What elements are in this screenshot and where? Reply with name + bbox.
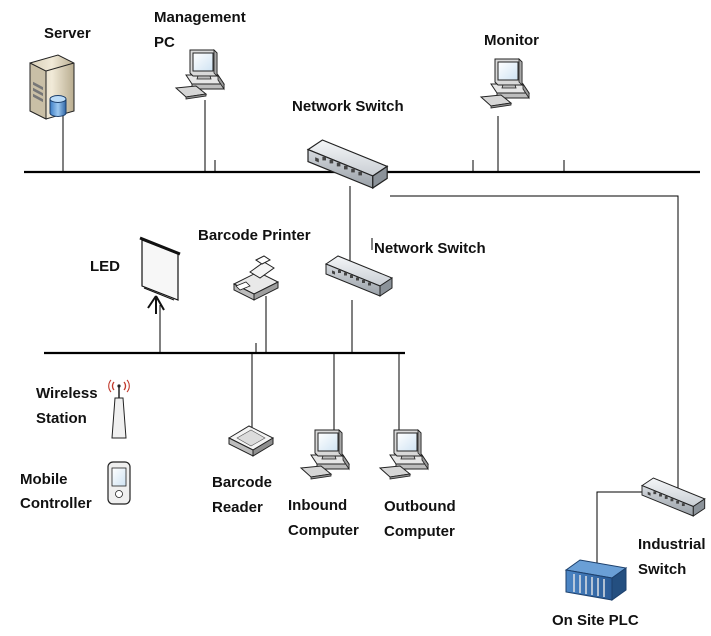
diagram-labels: Server Management PC Monitor Network Swi… (20, 9, 706, 629)
mobile-controller-label-line1: Mobile (20, 471, 68, 488)
monitor-label: Monitor (484, 32, 539, 49)
industrial-uplink-line (390, 195, 679, 490)
plc-icon (564, 559, 628, 601)
barcode-printer-label: Barcode Printer (198, 227, 311, 244)
network-switch-mid-label: Network Switch (374, 240, 486, 257)
inbound-computer-icon (300, 429, 350, 480)
network-switch-top-label: Network Switch (292, 98, 404, 115)
outbound-computer-label-line1: Outbound (384, 498, 456, 515)
management-pc-label-line2: PC (154, 34, 175, 51)
barcode-reader-label-line1: Barcode (212, 474, 272, 491)
industrial-switch-label-line1: Industrial (638, 536, 706, 553)
inbound-computer-label-line1: Inbound (288, 497, 347, 514)
network-switch-top-icon (307, 139, 388, 189)
industrial-switch-icon (641, 477, 706, 517)
server-icon (29, 54, 75, 120)
management-pc-label-line1: Management (154, 9, 246, 26)
led-screen-icon (139, 236, 181, 314)
on-site-plc-label: On Site PLC (552, 612, 639, 629)
barcode-printer-icon (232, 255, 280, 301)
wireless-station-label-line1: Wireless (36, 385, 98, 402)
mobile-controller-label-line2: Controller (20, 495, 92, 512)
barcode-reader-icon (227, 425, 275, 457)
wireless-station-icon (108, 379, 130, 439)
wireless-station-label-line2: Station (36, 410, 87, 427)
industrial-switch-label-line2: Switch (638, 561, 686, 578)
mobile-controller-icon (107, 461, 131, 505)
barcode-reader-label-line2: Reader (212, 499, 263, 516)
management-pc-icon (175, 49, 225, 100)
led-label: LED (90, 258, 120, 275)
plc-link-line (596, 491, 644, 566)
database-icon (49, 95, 67, 117)
server-label: Server (44, 25, 91, 42)
network-switch-mid-icon (325, 255, 393, 297)
inbound-computer-label-line2: Computer (288, 522, 359, 539)
outbound-computer-label-line2: Computer (384, 523, 455, 540)
outbound-computer-icon (379, 429, 429, 480)
monitor-icon (480, 58, 530, 109)
